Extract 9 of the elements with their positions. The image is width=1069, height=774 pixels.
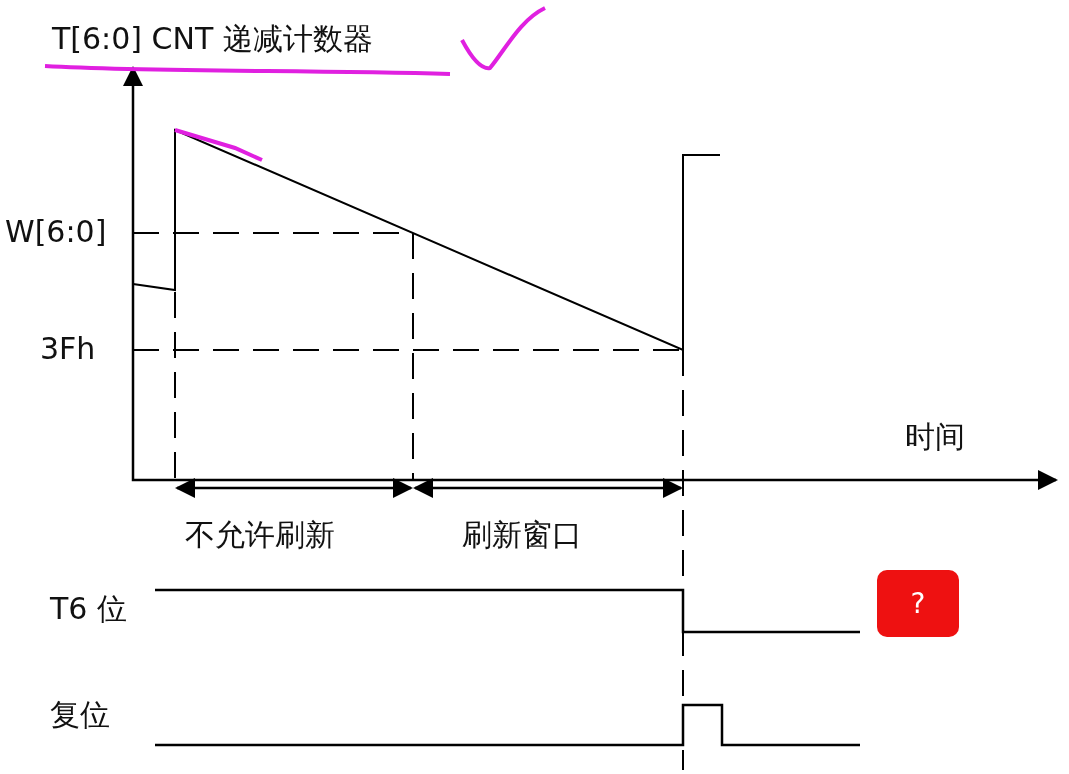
interval-label: 不允许刷新	[185, 518, 335, 551]
signal-name: 复位	[50, 698, 110, 731]
axis-tick-label: W[6:0]	[5, 215, 107, 248]
question-badge: ?	[877, 570, 959, 637]
axis-tick-label: 3Fh	[40, 332, 96, 365]
signal-name: T6 位	[50, 592, 127, 625]
axis-title: T[6:0] CNT 递减计数器	[52, 22, 373, 55]
axis-title: 时间	[905, 420, 965, 453]
interval-label: 刷新窗口	[462, 518, 582, 551]
